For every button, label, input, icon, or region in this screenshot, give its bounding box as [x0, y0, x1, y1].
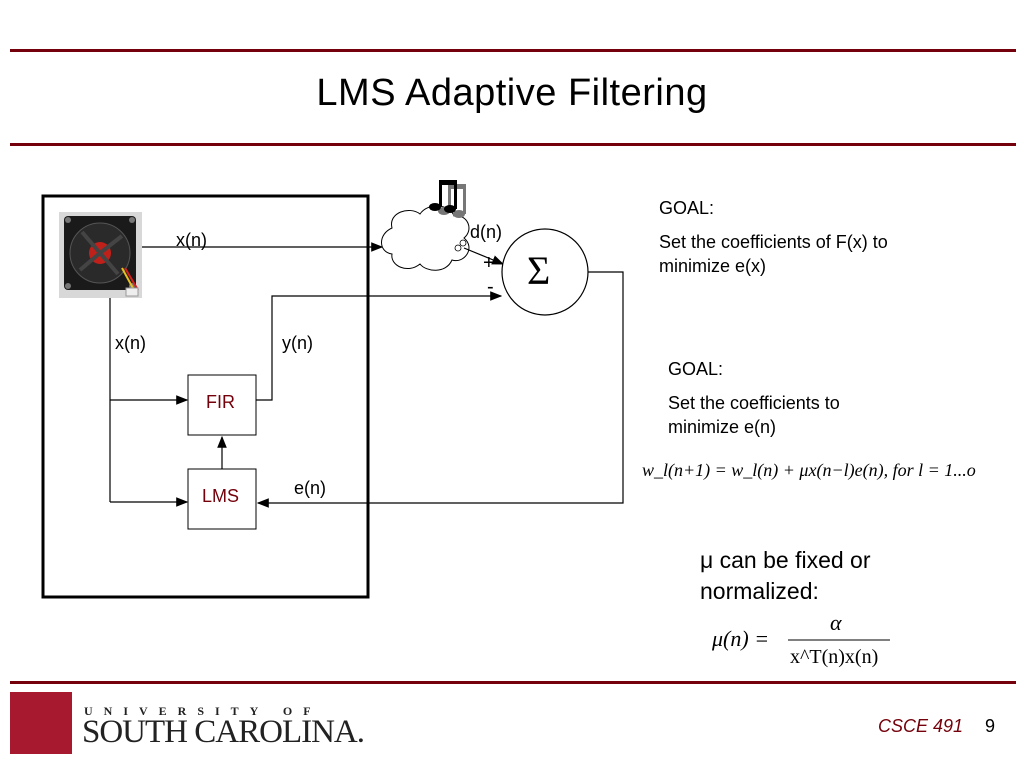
mu-statement: μ can be fixed or normalized:	[700, 547, 871, 604]
mu-formula-numerator: α	[830, 610, 842, 635]
goal-1: GOAL: Set the coefficients of F(x) to mi…	[659, 196, 899, 288]
slide-title: LMS Adaptive Filtering	[316, 72, 708, 114]
noise-cloud-icon	[381, 205, 470, 271]
logo-university-text: UNIVERSITY OF	[84, 704, 322, 718]
mu-formula-lhs: μ(n) =	[712, 626, 770, 651]
header-bottom-rule	[10, 143, 1016, 146]
yn-label: y(n)	[282, 333, 313, 353]
header-top-rule	[10, 49, 1016, 52]
goal-1-heading: GOAL:	[659, 198, 715, 218]
plus-sign: +	[483, 252, 495, 274]
lms-block	[187, 468, 257, 530]
goal-2-heading: GOAL:	[668, 359, 724, 379]
mu-formula-denominator: x^T(n)x(n)	[790, 646, 879, 668]
logo-name-text: SOUTH CAROLINA.	[82, 714, 365, 750]
music-notes-icon	[429, 180, 466, 218]
minus-sign: -	[487, 276, 494, 298]
page-number: 9	[985, 716, 996, 736]
usc-logo-icon	[10, 692, 72, 754]
xn-left-label: x(n)	[115, 333, 146, 353]
footer-rule	[10, 681, 1016, 684]
dn-label: d(n)	[470, 222, 503, 242]
lms-label: LMS	[202, 486, 240, 506]
goal-1-text: Set the coefficients of F(x) to minimize…	[659, 232, 888, 276]
lms-update-equation: w_l(n+1) = w_l(n) + μx(n−l)e(n), for l =…	[642, 460, 976, 480]
fan-photo	[59, 212, 142, 298]
goal-2: GOAL: Set the coefficients to minimize e…	[668, 357, 908, 449]
fir-label: FIR	[206, 392, 235, 412]
sigma-symbol: Σ	[527, 248, 551, 293]
goal-2-text: Set the coefficients to minimize e(n)	[668, 393, 840, 437]
fir-block	[187, 374, 257, 436]
en-label: e(n)	[294, 478, 327, 498]
course-label: CSCE 491	[878, 716, 964, 736]
xn-top-label: x(n)	[176, 230, 207, 250]
enclosure-box	[41, 194, 370, 599]
